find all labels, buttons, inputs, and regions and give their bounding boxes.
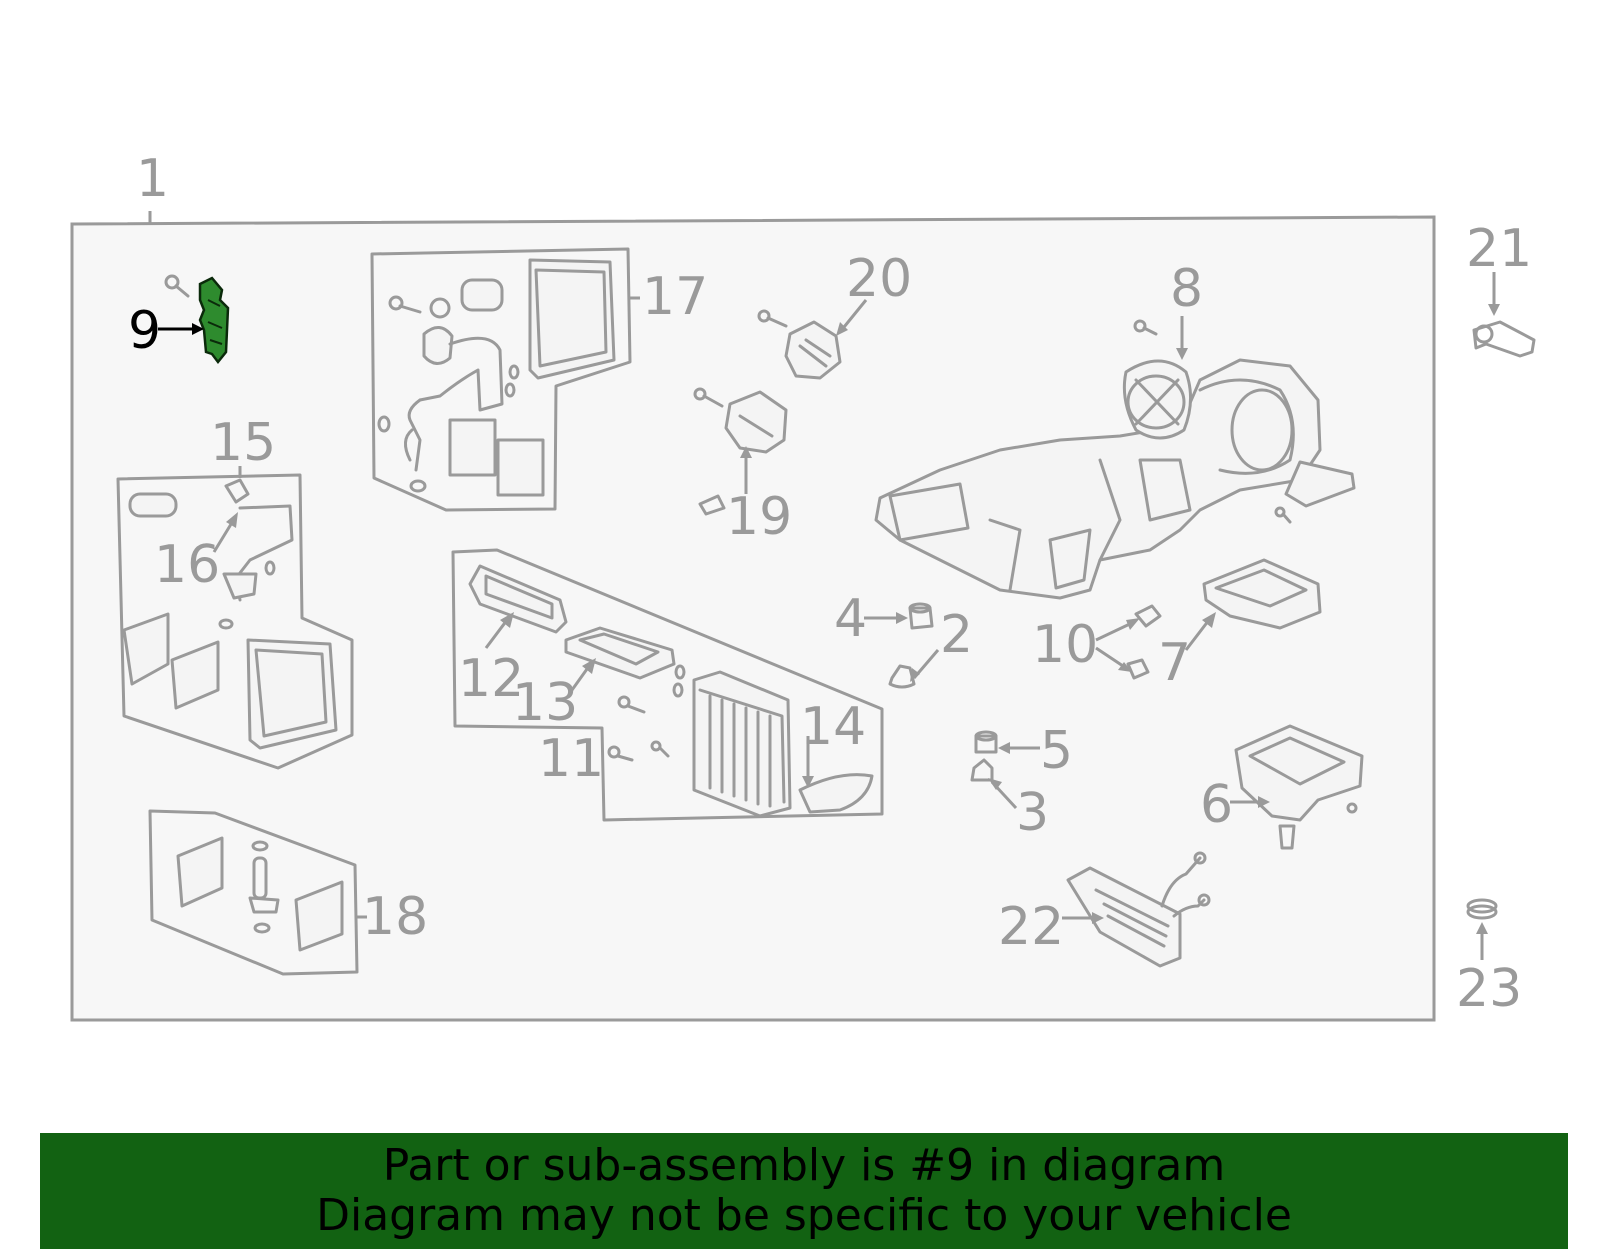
callout-11: 11 (538, 729, 604, 789)
part-9-screw (164, 274, 190, 298)
banner-line-2: Diagram may not be specific to your vehi… (316, 1190, 1292, 1241)
part-6 (1234, 724, 1364, 850)
callout-13: 13 (512, 673, 578, 733)
callout-19: 19 (726, 487, 792, 547)
parts-2-5 (888, 602, 998, 782)
part-19 (693, 387, 788, 516)
callout-6: 6 (1200, 775, 1233, 835)
callout-17: 17 (642, 267, 708, 327)
callout-7: 7 (1158, 633, 1191, 693)
part-23 (1466, 898, 1498, 920)
part-7 (1202, 558, 1322, 630)
callout-22: 22 (998, 897, 1064, 957)
callout-20: 20 (846, 249, 912, 309)
callout-12: 12 (458, 649, 524, 709)
callout-5: 5 (1040, 721, 1073, 781)
callout-14: 14 (800, 697, 866, 757)
callout-21: 21 (1466, 219, 1532, 279)
parts-11-14-group (468, 564, 874, 818)
banner-line-1: Part or sub-assembly is #9 in diagram (382, 1140, 1226, 1191)
part-22 (1066, 851, 1211, 968)
callout-8: 8 (1170, 259, 1203, 319)
callout-18: 18 (362, 887, 428, 947)
callout-23: 23 (1456, 959, 1522, 1019)
callout-2: 2 (940, 605, 973, 665)
part-20 (757, 309, 842, 380)
parts-17-group (377, 258, 616, 497)
callout-16: 16 (154, 535, 220, 595)
part-10 (1126, 604, 1162, 680)
part-21 (1472, 320, 1536, 358)
info-banner: Part or sub-assembly is #9 in diagram Di… (40, 1133, 1568, 1249)
callout-4: 4 (834, 589, 867, 649)
callout-9: 9 (128, 301, 161, 361)
callout-3: 3 (1016, 783, 1049, 843)
blower-housing (874, 319, 1356, 600)
callout-15: 15 (210, 413, 276, 473)
part-9-highlighted[interactable] (198, 276, 230, 365)
parts-18-group (176, 836, 344, 952)
callout-10: 10 (1032, 615, 1098, 675)
parts-15-group (122, 478, 338, 750)
callout-1: 1 (136, 149, 169, 209)
